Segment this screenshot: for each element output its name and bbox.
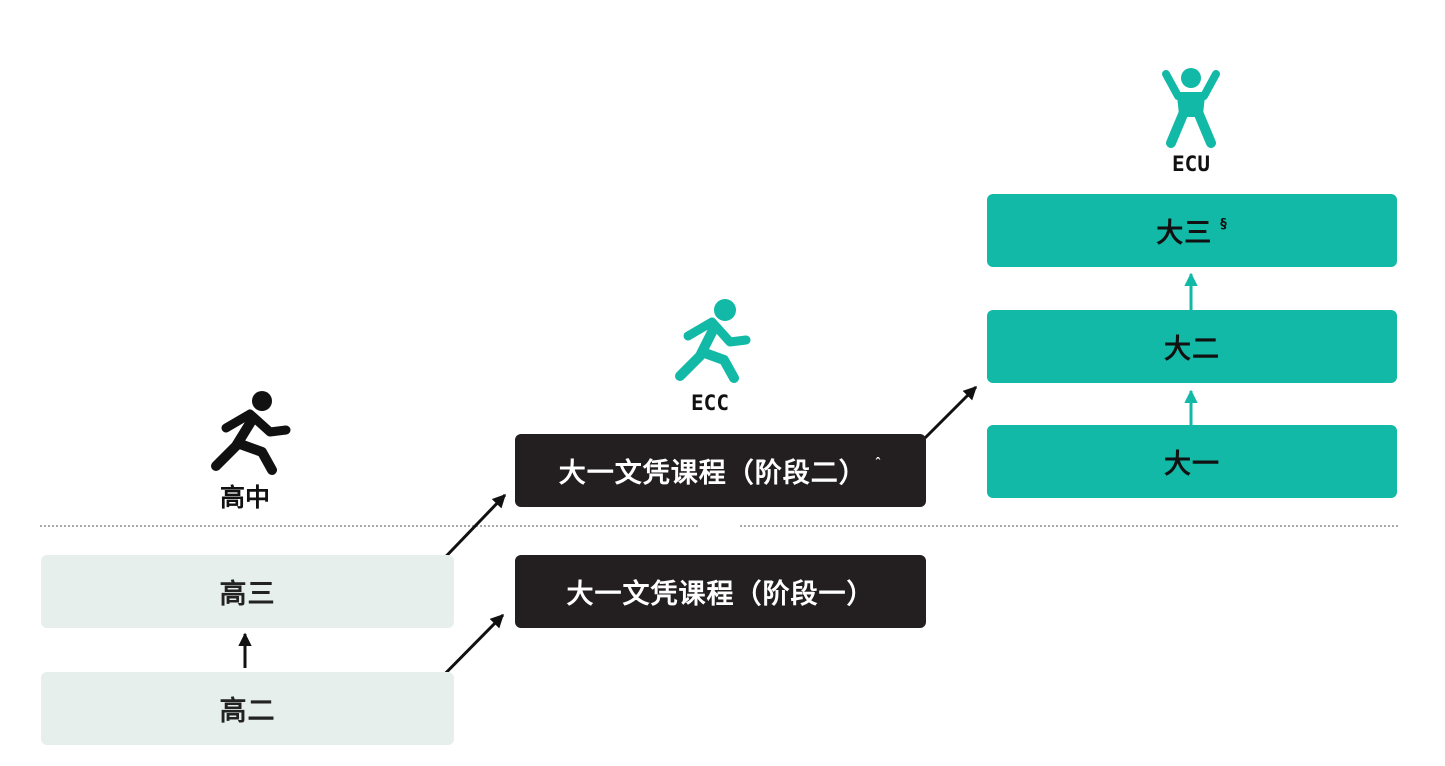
ecu-year-one-label: 大一 [1164, 449, 1220, 480]
running-person-icon [211, 391, 291, 475]
ecc-stage-two-mark: ˆ [874, 457, 883, 472]
ecc-stage-one-label: 大一文凭课程（阶段一） [566, 579, 875, 610]
running-person-icon [675, 299, 751, 383]
high-school-label: 高中 [219, 483, 270, 512]
arrow-stage-two-to-ecu [923, 385, 978, 440]
ecu-year-three-label: 大三 [1156, 218, 1213, 249]
ecc-stage-one-box: 大一文凭课程（阶段一） [515, 555, 926, 628]
celebrating-person-icon [1162, 68, 1220, 148]
ecu-year-two-label: 大二 [1164, 334, 1220, 365]
ecu-year-two-box: 大二 [987, 310, 1397, 383]
grade-11-box: 高二 [41, 672, 454, 745]
ecu-year-three-mark: § [1220, 217, 1228, 232]
ecu-year-one-box: 大一 [987, 425, 1397, 498]
ecc-label: ECC [691, 391, 729, 415]
grade-11-label: 高二 [219, 696, 276, 727]
ecc-stage-two-box: 大一文凭课程（阶段二） ˆ [515, 434, 926, 507]
ecc-stage-two-label: 大一文凭课程（阶段二） [558, 458, 867, 489]
ecu-year-three-box: 大三 § [987, 194, 1397, 267]
grade-12-box: 高三 [41, 555, 454, 628]
grade-12-label: 高三 [219, 579, 276, 610]
ecu-label: ECU [1172, 152, 1210, 176]
